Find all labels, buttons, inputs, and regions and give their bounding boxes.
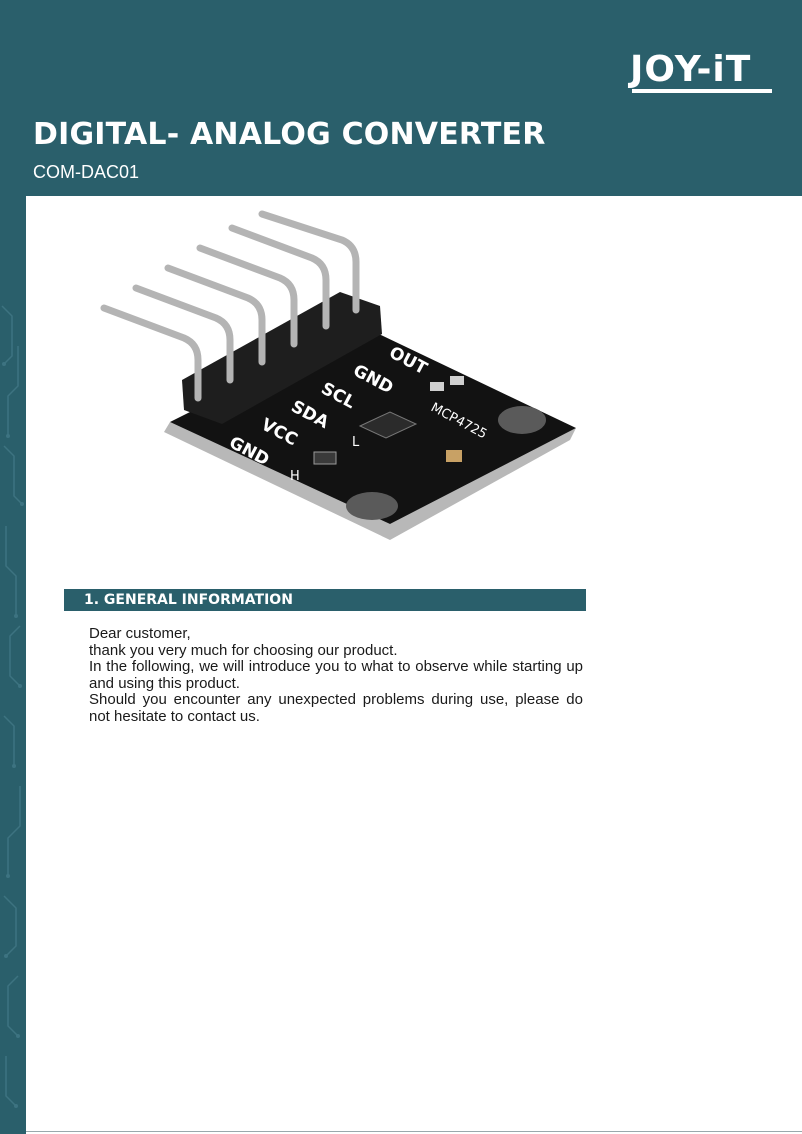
section-title: 1. GENERAL INFORMATION [84, 592, 293, 608]
section-header-general-information: 1. GENERAL INFORMATION [64, 589, 586, 611]
brand-logo: JOY-iT [630, 52, 775, 94]
paragraph-contact: Should you encounter any unexpected prob… [89, 691, 583, 725]
page-subtitle: COM-DAC01 [33, 162, 140, 182]
jumper-label-l: L [352, 435, 360, 450]
circuit-pattern-icon [1, 305, 24, 1108]
brand-logo-text: JOY-iT [630, 49, 752, 90]
paragraph-thanks: thank you very much for choosing our pro… [89, 641, 398, 659]
left-decorative-strip [0, 196, 26, 1134]
general-information-text: Dear customer, thank you very much for c… [89, 625, 583, 726]
jumper-label-h: H [290, 469, 300, 484]
paragraph-greeting: Dear customer, [89, 625, 191, 642]
page-bottom-rule [26, 1131, 802, 1132]
brand-logo-underline [632, 89, 772, 93]
product-image: OUT GND SCL SDA VCC GND MCP4725 L H [100, 210, 576, 540]
header-banner: JOY-iT DIGITAL- ANALOG CONVERTER COM-DAC… [0, 0, 802, 196]
paragraph-introduction: In the following, we will introduce you … [89, 658, 583, 692]
page-title: DIGITAL- ANALOG CONVERTER [33, 117, 546, 152]
